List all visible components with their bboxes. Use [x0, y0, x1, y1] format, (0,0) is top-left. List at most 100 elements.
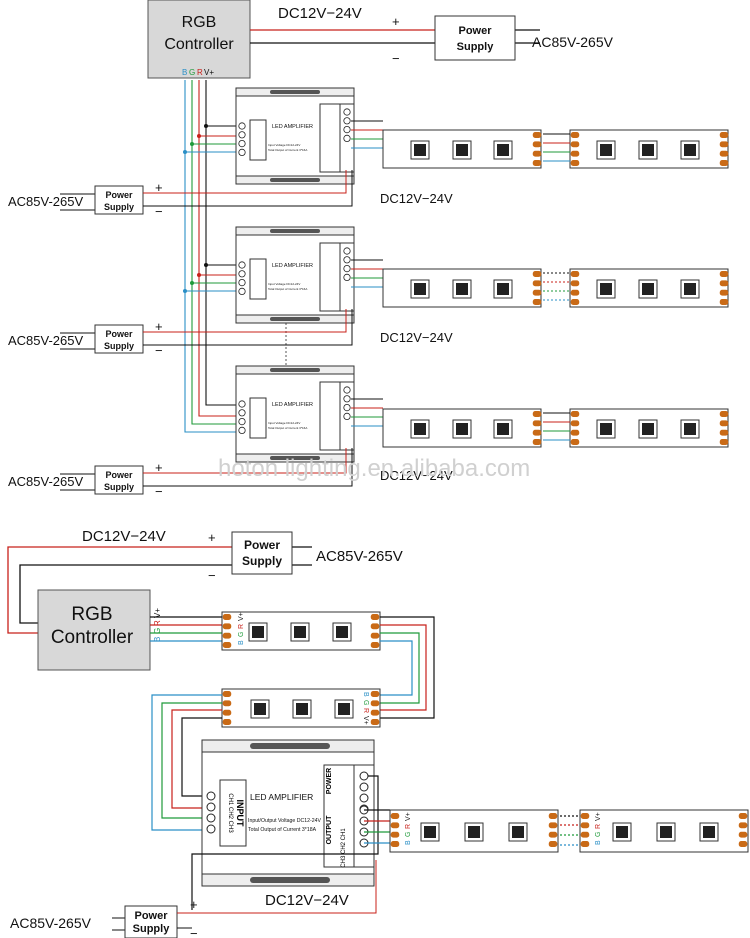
pin-v-label: V+ — [204, 68, 214, 77]
controller-title-line2: Controller — [164, 36, 234, 53]
supply-line2: Supply — [457, 41, 495, 53]
strip-pin-b: B — [362, 692, 369, 697]
plus-top: + — [392, 14, 400, 29]
controller-title-line2: Controller — [51, 627, 134, 648]
bottom-controller-supply-wires — [7, 546, 312, 634]
dc-label-row2: DC12V−24V — [380, 330, 453, 345]
amp-large-output-wires — [191, 775, 390, 910]
strip-amp-input-wires — [151, 694, 222, 831]
strip-pin-g: G — [405, 832, 412, 837]
amp-input-ch: CH1 CH2 CH3 — [227, 793, 233, 833]
controller-title-line1: RGB — [182, 14, 217, 31]
led-strip-bottom-d: B G R V+ — [579, 809, 749, 853]
pin-r-label: R — [197, 68, 203, 77]
led-strip-bottom-a: B G R V+ — [221, 611, 381, 651]
amp-title-large: LED AMPLIFIER — [250, 792, 313, 802]
led-strip-bottom-c: B G R V+ — [389, 809, 559, 853]
ac-label-row2: AC85V-265V — [8, 333, 83, 348]
rgb-controller-bottom: RGB Controller B G R V+ — [37, 589, 162, 671]
strip-pin-v: V+ — [405, 812, 412, 821]
dc-label-bottom-top: DC12V−24V — [82, 528, 166, 545]
supply-line2: Supply — [104, 341, 134, 351]
strip-pin-r: R — [238, 624, 245, 629]
power-supply-bottom-top: Power Supply — [231, 531, 293, 575]
controller-strip-wires — [150, 616, 222, 642]
plus-row2: + — [155, 319, 163, 334]
amp-output-wires — [351, 120, 383, 427]
ac-label-bottom-top: AC85V-265V — [316, 548, 403, 565]
amp-title: LED AMPLIFIER — [272, 402, 313, 408]
amp-spec-large-1: Input/Output Voltage DC12-24V — [248, 818, 322, 824]
watermark: hoton lighting.en.alibaba.com — [218, 455, 530, 482]
pin-v-label: V+ — [153, 608, 162, 618]
supply-line2: Supply — [104, 202, 134, 212]
ac-label-row1: AC85V-265V — [8, 194, 83, 209]
pin-b-label: B — [153, 637, 162, 642]
dc-label-top: DC12V−24V — [278, 5, 362, 22]
controller-bus-lines — [183, 80, 240, 433]
amp-output-label: OUTPUT — [326, 815, 333, 845]
led-strip-row2 — [382, 268, 729, 308]
controller-supply-wires-top — [250, 29, 540, 44]
strip-pin-b: B — [405, 840, 412, 845]
plus-bottom-top: + — [208, 530, 216, 545]
amp-spec-2: Total Output of Current 3*16A — [268, 287, 307, 291]
minus-row1: − — [155, 204, 163, 219]
amp-spec-2: Total Output of Current 3*16A — [268, 148, 307, 152]
strip-pin-g: G — [362, 700, 369, 705]
pin-g-label: G — [153, 628, 162, 634]
pin-b-label: B — [182, 68, 187, 77]
ac-label-bottom: AC85V-265V — [10, 915, 92, 931]
supply-line1: Power — [134, 910, 168, 922]
amp-output-ch: CH3 CH2 CH1 — [341, 828, 347, 868]
strip-pin-v: V+ — [362, 716, 369, 725]
strip-pin-g: G — [238, 632, 245, 637]
amp-spec-1: Input Voltage DC12-24V — [268, 143, 300, 147]
strip-dotted-link — [560, 815, 580, 846]
amp-spec-2: Total Output of Current 3*16A — [268, 426, 307, 430]
power-supply-bottom: Power Supply — [112, 860, 377, 938]
supply-line1: Power — [244, 538, 280, 552]
supply-line2: Supply — [104, 482, 134, 492]
plus-row1: + — [155, 180, 163, 195]
supply-line2: Supply — [242, 554, 282, 568]
power-supply-row1: Power Supply — [60, 170, 353, 215]
minus-row2: − — [155, 343, 163, 358]
ac-label-top: AC85V-265V — [532, 34, 614, 50]
minus-bottom-top: − — [208, 568, 216, 583]
dc-label-bottom: DC12V−24V — [265, 892, 349, 909]
led-strip-bottom-b: B G R V+ — [221, 688, 381, 728]
power-supply-top: Power Supply — [434, 15, 516, 61]
amp-spec-1: Input Voltage DC12-24V — [268, 282, 300, 286]
strip-loop-wires — [380, 616, 435, 719]
strip-pin-b: B — [238, 640, 245, 645]
supply-line1: Power — [105, 329, 133, 339]
led-amplifier-2: LED AMPLIFIER Input Voltage DC12-24V Tot… — [235, 226, 355, 324]
amp-power-label: POWER — [326, 768, 333, 794]
strip-pin-g: G — [595, 832, 602, 837]
amp-spec-1: Input Voltage DC12-24V — [268, 421, 300, 425]
led-strip-row3 — [382, 408, 729, 448]
led-amplifier-large: INPUT CH1 CH2 CH3 LED AMPLIFIER Input/Ou… — [201, 739, 375, 887]
strip-pin-r: R — [595, 824, 602, 829]
strip-pin-r: R — [405, 824, 412, 829]
minus-top: − — [392, 51, 400, 66]
strip-pin-r: R — [362, 708, 369, 713]
pin-r-label: R — [153, 620, 162, 626]
plus-bottom: + — [190, 897, 198, 912]
controller-title-line1: RGB — [71, 604, 112, 625]
minus-bottom: − — [190, 926, 198, 938]
power-supply-row3: Power Supply — [60, 448, 353, 495]
minus-row3: − — [155, 484, 163, 499]
strip-pin-b: B — [595, 840, 602, 845]
amp-title: LED AMPLIFIER — [272, 124, 313, 130]
led-amplifier-1: LED AMPLIFIER Input Voltage DC12-24V Tot… — [235, 87, 355, 185]
led-strip-row1 — [382, 129, 729, 169]
plus-row3: + — [155, 460, 163, 475]
power-supply-row2: Power Supply — [60, 309, 353, 354]
amp-spec-large-2: Total Output of Current 3*18A — [248, 827, 317, 833]
rgb-controller-top: RGB Controller B G R V+ — [147, 0, 251, 79]
amp-title: LED AMPLIFIER — [272, 263, 313, 269]
ac-label-row3: AC85V-265V — [8, 474, 83, 489]
